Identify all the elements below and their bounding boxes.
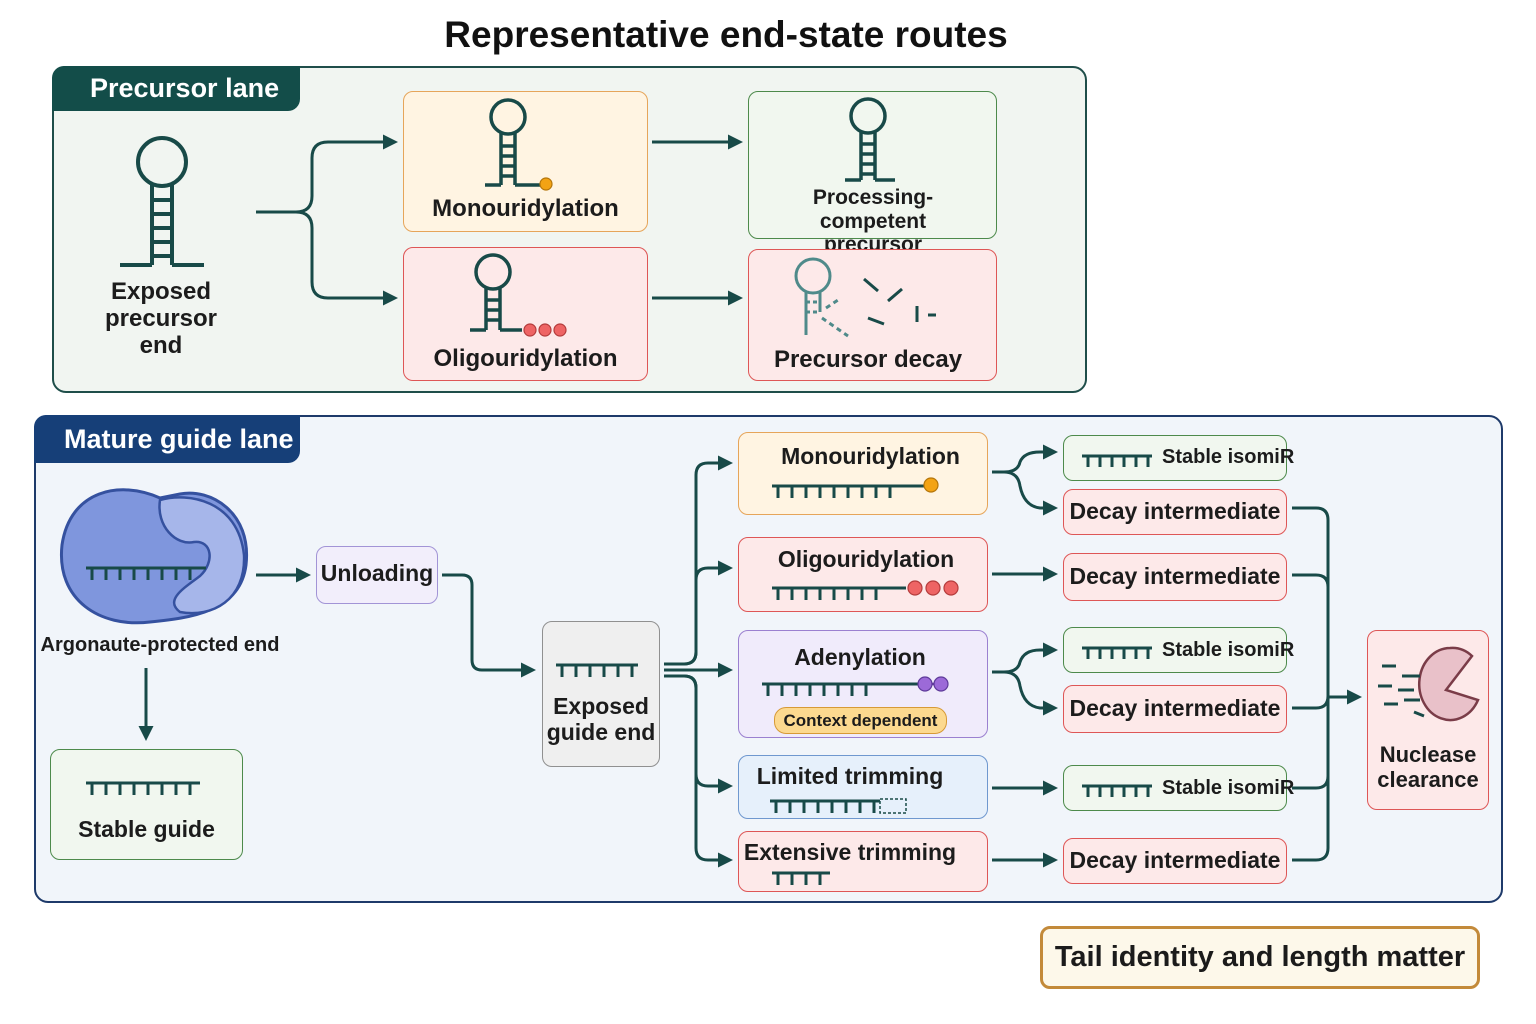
exposed-guide-end-label: Exposed guide end	[546, 693, 656, 745]
decay-intermediate-label-3: Decay intermediate	[1069, 695, 1281, 721]
decay-intermediate-box-3	[1063, 685, 1287, 733]
mature-oligouridylation-label: Oligouridylation	[777, 546, 955, 572]
argonaute-protected-end-label: Argonaute-protected end	[40, 634, 280, 656]
precursor-decay-label: Precursor decay	[773, 346, 963, 373]
decay-intermediate-label-1: Decay intermediate	[1069, 498, 1281, 524]
context-dependent-badge: Context dependent	[774, 707, 947, 734]
precursor-oligouridylation-box	[403, 247, 648, 381]
processing-competent-label: Processing-competent precursor	[812, 186, 934, 257]
exposed-guide-end-box	[542, 621, 660, 767]
decay-intermediate-box-1	[1063, 489, 1287, 535]
precursor-oligouridylation-label: Oligouridylation	[433, 345, 618, 372]
decay-intermediate-box-2	[1063, 553, 1287, 601]
limited-trimming-label: Limited trimming	[756, 763, 944, 789]
mature-monouridylation-box	[738, 432, 988, 515]
stable-isomir-label-3: Stable isomiR	[1162, 777, 1295, 799]
exposed-precursor-end-label: Exposed precursor end	[104, 278, 218, 359]
mature-guide-lane-tab: Mature guide lane	[34, 415, 300, 463]
precursor-lane-tab: Precursor lane	[52, 66, 300, 111]
stable-isomir-label-2: Stable isomiR	[1162, 639, 1295, 661]
decay-intermediate-label-2: Decay intermediate	[1069, 563, 1281, 589]
stable-isomir-label-1: Stable isomiR	[1162, 446, 1295, 468]
extensive-trimming-label: Extensive trimming	[743, 839, 957, 865]
decay-intermediate-box-4	[1063, 838, 1287, 884]
stable-guide-box	[50, 749, 243, 860]
decay-intermediate-label-4: Decay intermediate	[1069, 847, 1281, 873]
page-title: Representative end-state routes	[444, 14, 1008, 55]
unloading-label: Unloading	[320, 560, 434, 586]
unloading-box	[316, 546, 438, 604]
mature-monouridylation-label: Monouridylation	[781, 443, 960, 469]
adenylation-label: Adenylation	[794, 644, 926, 670]
nuclease-clearance-label: Nuclease clearance	[1377, 742, 1479, 792]
takeaway-box: Tail identity and length matter	[1040, 926, 1480, 989]
stable-guide-label: Stable guide	[78, 816, 215, 842]
precursor-monouridylation-label: Monouridylation	[432, 195, 619, 222]
